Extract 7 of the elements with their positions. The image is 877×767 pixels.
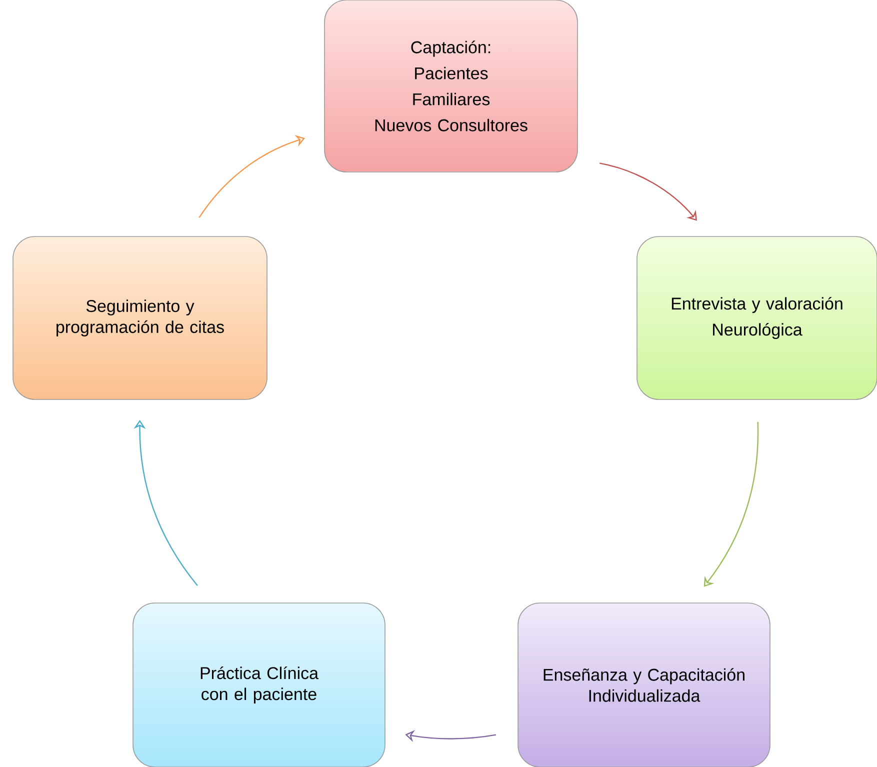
process-box: Enseñanza y Capacitación Individualizada: [518, 602, 770, 767]
arrow: [704, 422, 759, 587]
process-box: Práctica Clínica con el paciente: [132, 602, 386, 767]
arrow: [198, 134, 305, 218]
process-box: Captación: Pacientes Familiares Nuevos Consultores: [324, 0, 578, 172]
process-box: Entrevista y valoración Neurológica: [636, 236, 877, 400]
process-box: Seguimiento y programación de citas: [12, 236, 268, 400]
